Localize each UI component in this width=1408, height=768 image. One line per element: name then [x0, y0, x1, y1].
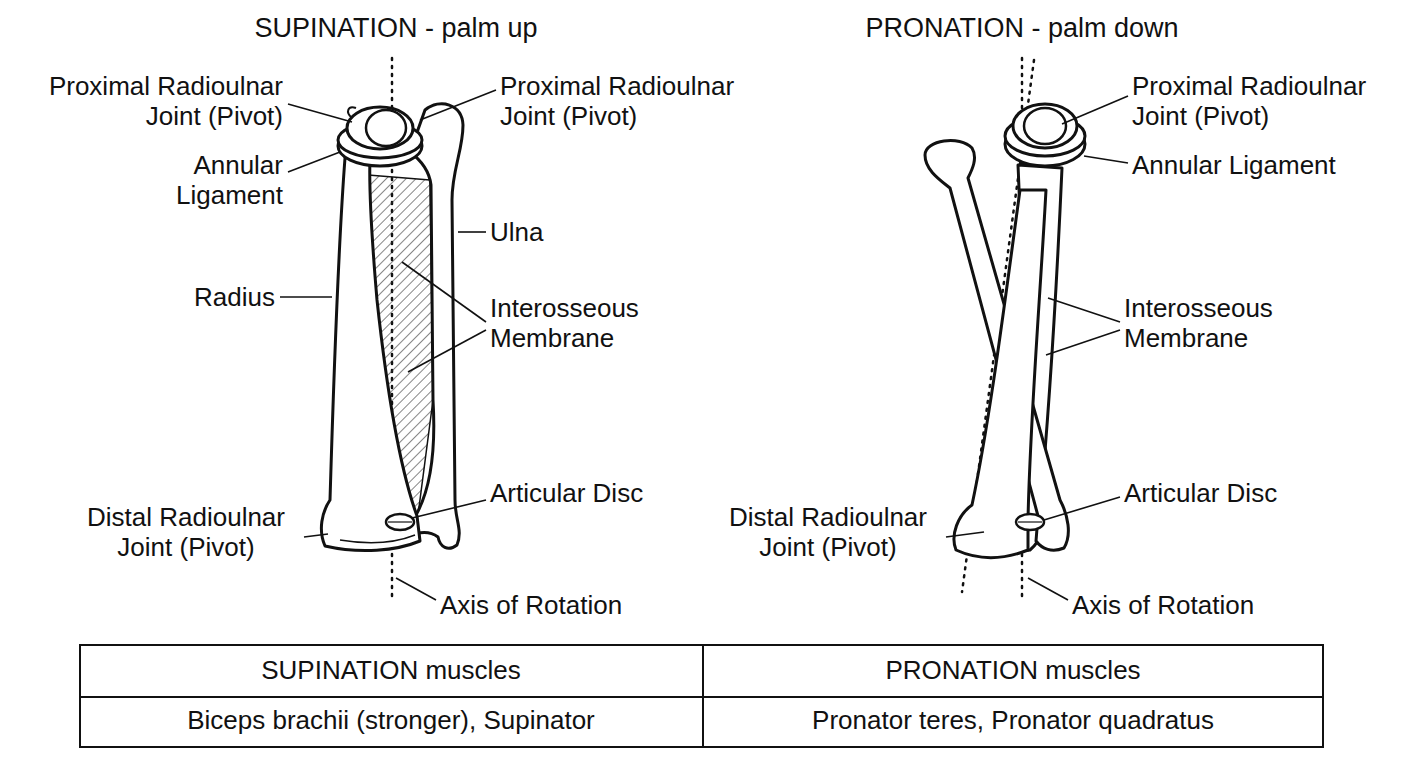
panel-heading: SUPINATION - palm up: [176, 13, 616, 44]
table-header: SUPINATION muscles: [91, 655, 691, 685]
ulna-bone: [410, 104, 463, 548]
part-label: Radius: [155, 282, 275, 312]
part-label: Annular Ligament: [1132, 150, 1392, 180]
part-label: Proximal Radioulnar Joint (Pivot): [33, 71, 283, 131]
part-label: Interosseous Membrane: [490, 293, 670, 353]
part-label: Proximal Radioulnar Joint (Pivot): [500, 71, 750, 131]
part-label: Axis of Rotation: [1072, 590, 1292, 620]
leader-lines: [280, 90, 1128, 600]
part-label: Annular Ligament: [153, 150, 283, 210]
part-label: Interosseous Membrane: [1124, 293, 1304, 353]
panel-heading: PRONATION - palm down: [792, 13, 1252, 44]
radius-bone: [321, 158, 420, 551]
table-cell: Biceps brachii (stronger), Supinator: [91, 705, 691, 735]
articular-disc: [1016, 514, 1044, 530]
axis-lines: [392, 58, 1034, 600]
supination-bones: [321, 104, 463, 551]
part-label: Ulna: [490, 217, 590, 247]
table-header: PRONATION muscles: [713, 655, 1313, 685]
part-label: Articular Disc: [490, 478, 710, 508]
part-label: Axis of Rotation: [440, 590, 660, 620]
part-label: Proximal Radioulnar Joint (Pivot): [1132, 71, 1382, 131]
articular-disc: [386, 514, 414, 530]
muscle-table: [80, 645, 1323, 747]
pronation-bones: [925, 104, 1085, 558]
part-label: Distal Radioulnar Joint (Pivot): [713, 502, 943, 562]
table-cell: Pronator teres, Pronator quadratus: [713, 705, 1313, 735]
part-label: Distal Radioulnar Joint (Pivot): [71, 502, 301, 562]
part-label: Articular Disc: [1124, 478, 1344, 508]
radius-shaft: [954, 190, 1046, 558]
